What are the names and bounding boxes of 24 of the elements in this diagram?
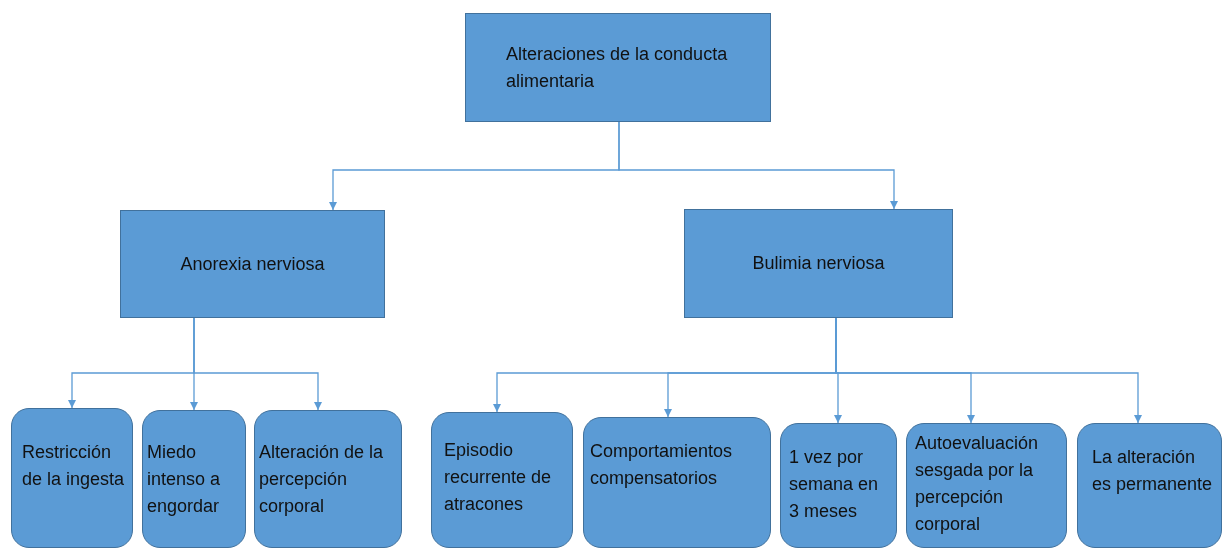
box-text: La alteración es permanente (1092, 446, 1214, 496)
criterion-box (431, 412, 573, 548)
box-text: Alteración de la percepción corporal (259, 441, 385, 518)
criterion-box (780, 423, 897, 548)
category-box (465, 13, 771, 122)
box-text: Comportamientos compensatorios (590, 440, 734, 490)
criterion-box (11, 408, 133, 548)
category-box (120, 210, 385, 318)
box-text: Episodio recurrente de atracones (444, 439, 553, 516)
criterion-box (142, 410, 246, 548)
box-text: Autoevaluación sesgada por la percepción corporal (915, 432, 1040, 536)
criterion-box (583, 417, 771, 548)
category-box (684, 209, 953, 318)
box-text: Miedo intenso a engordar (147, 441, 222, 518)
box-text: Restricción de la ingesta (22, 441, 126, 491)
box-text: 1 vez por semana en 3 meses (789, 446, 880, 523)
criterion-box (254, 410, 402, 548)
box-text: Bulimia nerviosa (752, 252, 885, 275)
connector-arrow (618, 121, 898, 210)
connector-arrow (193, 317, 322, 411)
box-text: Anorexia nerviosa (180, 252, 325, 276)
criterion-box (906, 423, 1067, 548)
box-text: Alteraciones de la conducta alimentaria (506, 42, 729, 93)
criterion-box (1077, 423, 1222, 548)
